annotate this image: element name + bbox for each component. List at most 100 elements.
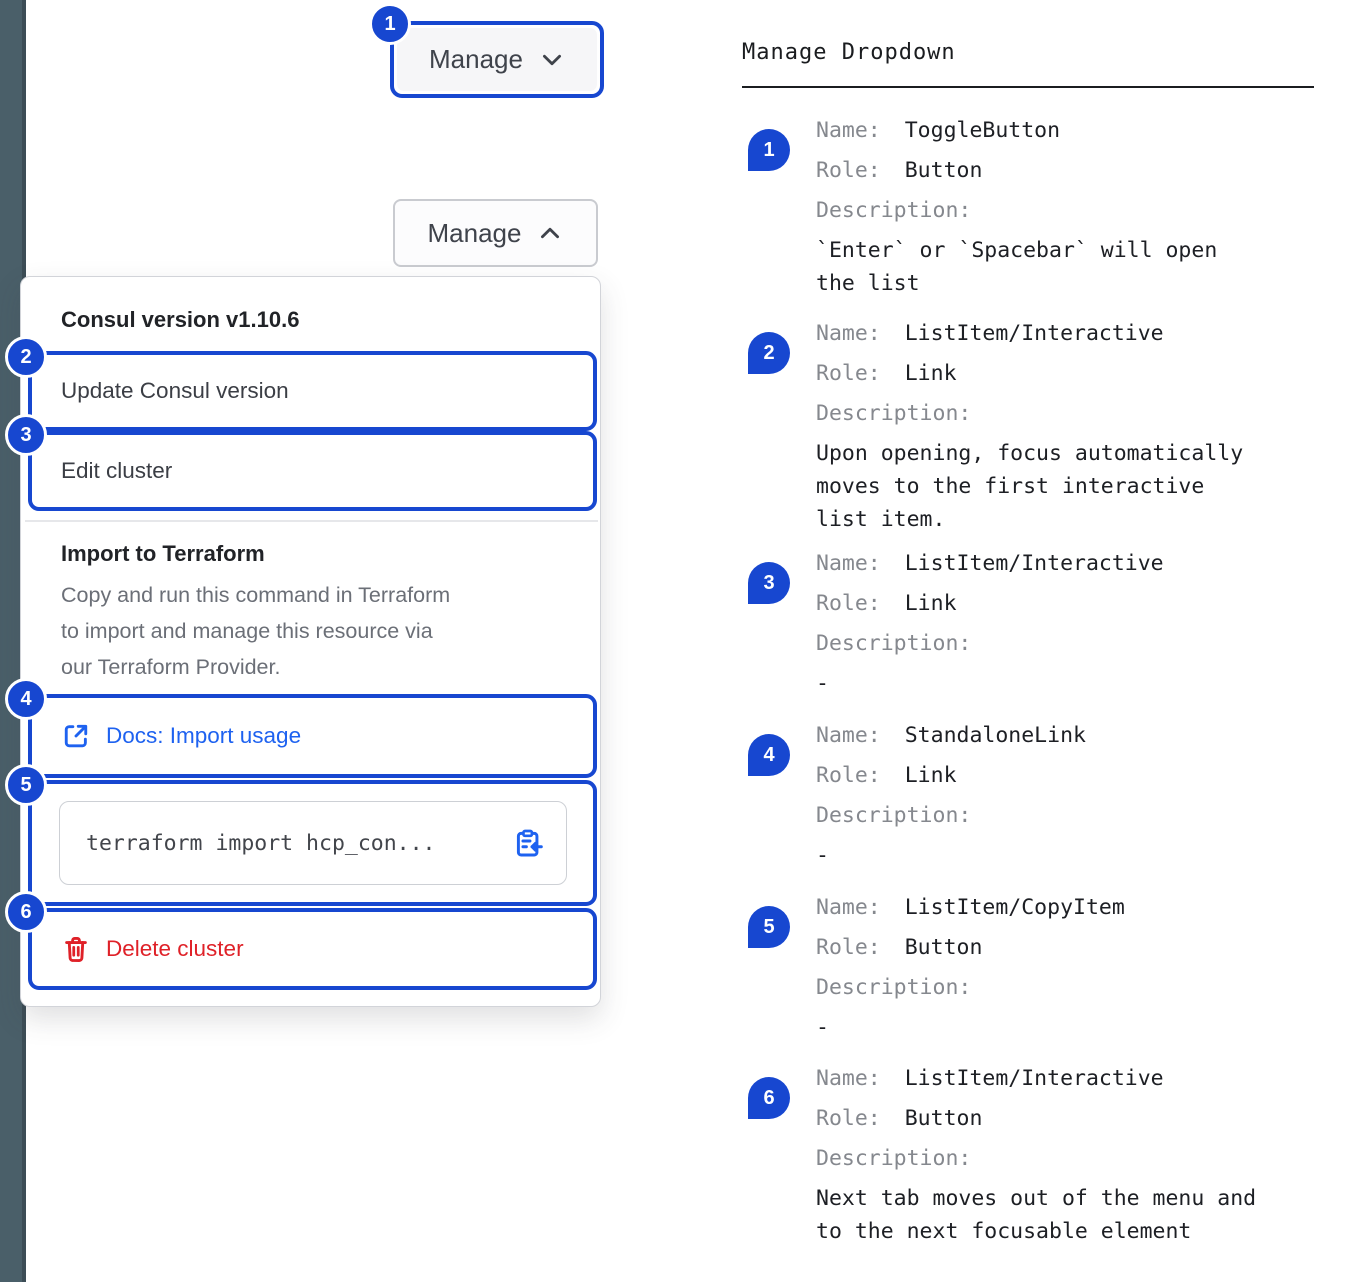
external-link-icon <box>64 724 88 748</box>
manage-toggle-button[interactable]: Manage <box>390 21 604 98</box>
docs-link-row: Docs: Import usage <box>32 721 301 751</box>
code-snippet-field[interactable]: terraform import hcp_con... <box>59 801 567 885</box>
annotation-badge-6: 6 <box>5 891 47 933</box>
spec-heading-underline <box>742 86 1314 88</box>
name-value: ListItem/Interactive <box>904 321 1164 346</box>
spec-name-line: Name: ListItem/CopyItem <box>816 888 1328 928</box>
name-value: StandaloneLink <box>904 723 1086 748</box>
role-value: Button <box>904 935 983 960</box>
menu-item-update-consul-version[interactable]: Update Consul version <box>28 351 597 431</box>
description-text: `Enter` or `Spacebar` will open the list <box>816 234 1328 300</box>
spec-role-line: Role: Button <box>816 151 1328 191</box>
chevron-down-icon <box>542 54 561 65</box>
annotation-badge-5-number: 5 <box>20 773 32 796</box>
annotation-pin-4: 4 <box>748 734 790 776</box>
spec-item-2: 2 Name:ListItem/Interactive Role:Link De… <box>748 314 1328 536</box>
spec-item-1: 1 Name: ToggleButton Role: Button Descript… <box>748 111 1328 300</box>
import-terraform-description: Copy and run this command in Terraform t… <box>61 577 571 685</box>
pin-4-number: 4 <box>763 743 775 766</box>
annotation-badge-3-number: 3 <box>20 423 32 446</box>
name-label: Name: <box>816 118 881 143</box>
role-label: Role: <box>816 361 881 386</box>
spec-description-line: Description: <box>816 796 1328 836</box>
update-consul-version-label: Update Consul version <box>61 378 289 403</box>
annotation-badge-4: 4 <box>5 678 47 720</box>
description-text-line: moves to the first interactive <box>816 474 1205 499</box>
role-label: Role: <box>816 158 881 183</box>
manage-open-button[interactable]: Manage <box>393 199 598 267</box>
annotation-pin-2: 2 <box>748 332 790 374</box>
spec-description-line: Description: <box>816 191 1328 231</box>
menu-divider <box>25 520 598 522</box>
menu-item-edit-cluster[interactable]: Edit cluster <box>28 431 597 511</box>
name-label: Name: <box>816 1066 881 1091</box>
chevron-up-icon <box>541 227 560 239</box>
code-snippet-text: terraform import hcp_con... <box>86 830 436 856</box>
spec-role-line: Role: Link <box>816 756 1328 796</box>
role-value: Link <box>904 763 957 788</box>
description-label: Description: <box>816 1146 972 1171</box>
copy-clipboard-icon[interactable] <box>512 827 544 859</box>
consul-version-text: Consul version v1.10.6 <box>61 307 300 332</box>
annotation-badge-6-number: 6 <box>20 900 32 923</box>
description-text-line: to the next focusable element <box>816 1219 1192 1244</box>
description-label: Description: <box>816 401 972 426</box>
description-label: Description: <box>816 803 972 828</box>
description-text: Next tab moves out of the menu and to th… <box>816 1182 1328 1248</box>
spec-item-5: 5 Name: ListItem/CopyItem Role:Button Des… <box>748 888 1328 1044</box>
annotation-badge-2-number: 2 <box>20 345 32 368</box>
manage-open-button-face: Manage <box>395 201 596 265</box>
import-description-line-1: Copy and run this command in Terraform <box>61 583 451 607</box>
spec-name-line: Name: StandaloneLink <box>816 716 1328 756</box>
role-value: Link <box>904 591 957 616</box>
docs-import-usage-link[interactable]: Docs: Import usage <box>106 723 302 748</box>
pin-5-number: 5 <box>763 915 775 938</box>
description-label: Description: <box>816 975 972 1000</box>
spec-name-line: Name: ToggleButton <box>816 111 1328 151</box>
annotation-pin-1: 1 <box>748 129 790 171</box>
name-label: Name: <box>816 895 881 920</box>
description-text: - <box>816 1011 1328 1044</box>
spec-item-6: 6 Name:ListItem/Interactive Role:Button … <box>748 1059 1328 1248</box>
spec-item-3: 3 Name:ListItem/Interactive Role:Link De… <box>748 544 1328 700</box>
role-label: Role: <box>816 763 881 788</box>
manage-open-button-label: Manage <box>427 217 522 248</box>
spec-name-line: Name:ListItem/Interactive <box>816 1059 1328 1099</box>
manage-toggle-button-face: Manage <box>397 28 597 91</box>
menu-item-delete-cluster[interactable]: Delete cluster <box>28 908 597 990</box>
delete-cluster-label: Delete cluster <box>106 936 244 961</box>
role-value: Button <box>904 1106 983 1131</box>
description-text: - <box>816 839 1328 872</box>
manage-dropdown-menu: Consul version v1.10.6 Update Consul ver… <box>20 276 601 1007</box>
description-text-line: the list <box>816 271 920 296</box>
description-text-line: Upon opening, focus automatically <box>816 441 1244 466</box>
name-label: Name: <box>816 551 881 576</box>
spec-description-line: Description: <box>816 624 1328 664</box>
name-value: ListItem/Interactive <box>904 551 1164 576</box>
annotation-badge-3: 3 <box>5 414 47 456</box>
name-label: Name: <box>816 321 881 346</box>
name-label: Name: <box>816 723 881 748</box>
description-text-line: - <box>816 671 829 696</box>
annotation-badge-4-number: 4 <box>20 687 32 710</box>
menu-item-docs-import-usage[interactable]: Docs: Import usage <box>28 694 597 778</box>
annotation-badge-1: 1 <box>369 3 411 45</box>
spec-item-4: 4 Name: StandaloneLink Role: Link Descript… <box>748 716 1328 872</box>
description-text-line: - <box>816 843 829 868</box>
role-value: Button <box>904 158 983 183</box>
annotation-pin-6: 6 <box>748 1077 790 1119</box>
spec-description-line: Description: <box>816 968 1328 1008</box>
edit-cluster-label: Edit cluster <box>61 458 173 483</box>
role-label: Role: <box>816 591 881 616</box>
spec-role-line: Role:Button <box>816 928 1328 968</box>
name-value: ListItem/CopyItem <box>904 895 1125 920</box>
annotation-badge-5: 5 <box>5 764 47 806</box>
description-text-line: Next tab moves out of the menu and <box>816 1186 1257 1211</box>
spec-role-line: Role:Button <box>816 1099 1328 1139</box>
pin-6-number: 6 <box>763 1086 775 1109</box>
menu-item-copy-snippet: terraform import hcp_con... <box>28 780 597 906</box>
annotation-badge-1-number: 1 <box>384 12 396 35</box>
manage-toggle-button-label: Manage <box>429 44 523 74</box>
name-value: ToggleButton <box>904 118 1061 143</box>
